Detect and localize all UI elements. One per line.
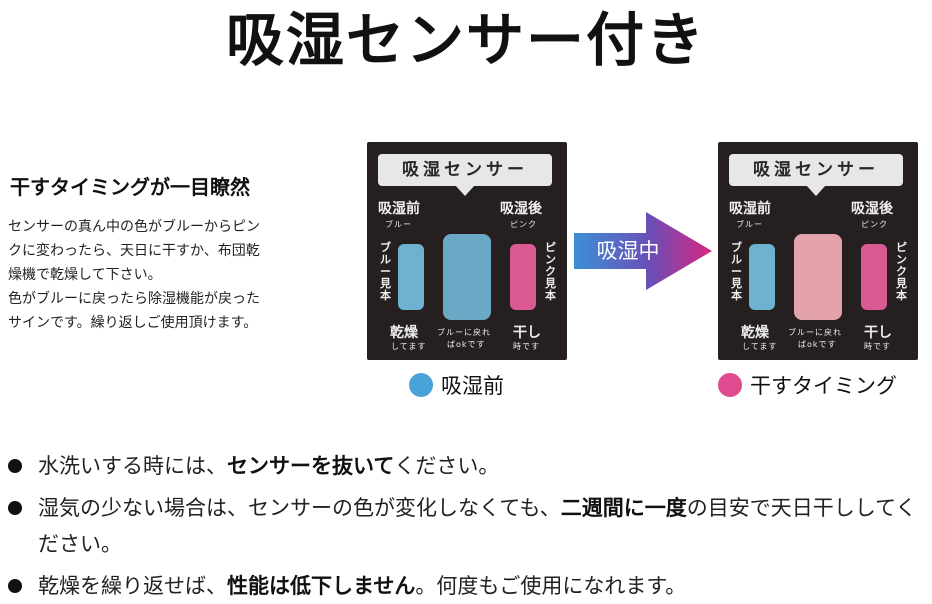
list-item: 水洗いする時には、センサーを抜いてください。 xyxy=(8,448,928,484)
page-title: 吸湿センサー付き xyxy=(225,6,706,74)
center-note-1: ブルーに戻れ xyxy=(437,328,491,337)
before-sub-label: ブルー xyxy=(385,220,412,229)
pink-swatch xyxy=(861,244,887,310)
pink-dot-icon xyxy=(718,373,742,397)
before-sub-label: ブルー xyxy=(736,220,763,229)
description-line: 燥機で乾燥して下さい。 xyxy=(8,267,162,283)
description: センサーの真ん中の色がブルーからピン クに変わったら、天日に干すか、布団乾 燥機… xyxy=(8,215,338,335)
hang-sub-label: 時です xyxy=(513,342,540,351)
transition-arrow-icon xyxy=(574,212,712,290)
bullet-icon xyxy=(8,579,22,593)
before-label: 吸湿前 xyxy=(378,201,420,217)
dry-label: 乾燥 xyxy=(390,325,418,341)
center-indicator-blue xyxy=(443,234,491,320)
blue-sample-label: ブルー見本 xyxy=(731,241,742,302)
speech-bubble-tail xyxy=(455,185,475,196)
hang-sub-label: 時です xyxy=(864,342,891,351)
sensor-after-image: 吸湿センサー 吸湿前 ブルー 吸湿後 ピンク ブルー見本 ピンク見本 乾燥 して… xyxy=(718,142,918,360)
sensor-header: 吸湿センサー xyxy=(729,154,903,186)
description-line: サインです。繰り返しご使用頂けます。 xyxy=(8,315,258,331)
arrow-label: 吸湿中 xyxy=(596,239,660,263)
list-item: 湿気の少ない場合は、センサーの色が変化しなくても、二週間に一度の目安で天日干しし… xyxy=(8,490,928,562)
bullet-icon xyxy=(8,501,22,515)
sensor-header: 吸湿センサー xyxy=(378,154,552,186)
legend-after: 干すタイミング xyxy=(718,372,897,400)
pink-sample-label: ピンク見本 xyxy=(896,241,907,302)
hang-label: 干し xyxy=(513,325,541,341)
blue-sample-label: ブルー見本 xyxy=(380,241,391,302)
after-label: 吸湿後 xyxy=(500,201,542,217)
center-indicator-pink xyxy=(794,234,842,320)
description-line: センサーの真ん中の色がブルーからピン xyxy=(8,219,260,235)
center-note-2: ばokです xyxy=(447,340,486,349)
dry-sub-label: してます xyxy=(742,342,778,351)
hang-label: 干し xyxy=(864,325,892,341)
after-sub-label: ピンク xyxy=(861,220,888,229)
after-sub-label: ピンク xyxy=(510,220,537,229)
sub-heading: 干すタイミングが一目瞭然 xyxy=(10,175,250,199)
notes-list: 水洗いする時には、センサーを抜いてください。 湿気の少ない場合は、センサーの色が… xyxy=(8,448,928,604)
center-note-2: ばokです xyxy=(798,340,837,349)
pink-sample-label: ピンク見本 xyxy=(545,241,556,302)
dry-sub-label: してます xyxy=(391,342,427,351)
bullet-icon xyxy=(8,459,22,473)
blue-swatch xyxy=(398,244,424,310)
legend-before: 吸湿前 xyxy=(409,372,504,400)
blue-swatch xyxy=(749,244,775,310)
list-item: 乾燥を繰り返せば、性能は低下しません。何度もご使用になれます。 xyxy=(8,568,928,604)
legend-after-label: 干すタイミング xyxy=(750,374,897,398)
pink-swatch xyxy=(510,244,536,310)
after-label: 吸湿後 xyxy=(851,201,893,217)
center-note-1: ブルーに戻れ xyxy=(788,328,842,337)
description-line: 色がブルーに戻ったら除湿機能が戻った xyxy=(8,291,260,307)
speech-bubble-tail xyxy=(806,185,826,196)
before-label: 吸湿前 xyxy=(729,201,771,217)
sensor-before-image: 吸湿センサー 吸湿前 ブルー 吸湿後 ピンク ブルー見本 ピンク見本 乾燥 して… xyxy=(367,142,567,360)
legend-before-label: 吸湿前 xyxy=(441,374,504,398)
description-line: クに変わったら、天日に干すか、布団乾 xyxy=(8,243,260,259)
blue-dot-icon xyxy=(409,373,433,397)
dry-label: 乾燥 xyxy=(741,325,769,341)
